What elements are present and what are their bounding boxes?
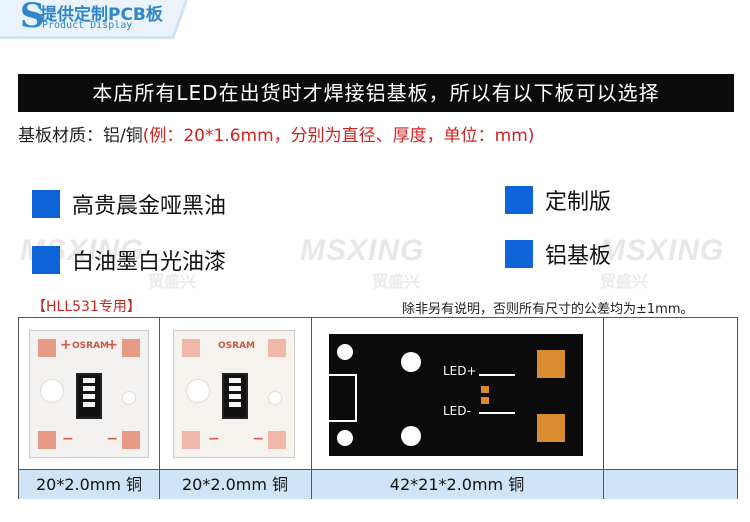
plus-icon: + [60,337,72,353]
led-chip [329,374,357,422]
header-title: 提供定制PCB板 [40,5,163,25]
minus-icon: − [208,431,220,447]
header-logo-letter: S [20,0,45,36]
model-tag: 【HLL531专用】 [32,299,141,315]
minus-icon: − [106,431,118,447]
board-caption-1: 20*2.0mm 铜 [19,470,160,499]
option-swatch [32,246,60,274]
led-minus-label: LED- [443,404,471,418]
option-label: 白油墨白光油漆 [72,250,227,275]
option-aluminum[interactable]: 铝基板 [505,238,611,270]
board-cell-2[interactable]: OSRAM − − [159,318,312,469]
osram-logo: OSRAM [218,341,255,351]
watermark-brand-center: MSXING [300,234,425,267]
pad-positive [537,350,565,378]
led-chip [222,373,248,419]
board-cell-1[interactable]: + + OSRAM − − [19,318,160,469]
header-subtitle: Product Display [42,20,133,31]
option-swatch [505,240,533,268]
plus-icon: + [106,337,118,353]
caption-row: 20*2.0mm 铜 20*2.0mm 铜 42*21*2.0mm 铜 [19,469,737,499]
notice-banner: 本店所有LED在出货时才焊接铝基板，所以有以下板可以选择 [18,74,734,112]
board-caption-4 [603,470,737,499]
board-image-black-long: LED+ LED- [329,334,583,456]
board-caption-2: 20*2.0mm 铜 [159,470,312,499]
watermark-brand-right: MSXING [600,234,725,267]
board-cell-4 [603,318,737,469]
board-caption-3: 42*21*2.0mm 铜 [311,470,604,499]
material-line: 基板材质：铝/铜(例：20*1.6mm，分别为直径、厚度，单位：mm) [18,121,534,146]
tolerance-note: 除非另有说明，否则所有尺寸的公差均为±1mm。 [402,302,694,317]
minus-icon: − [62,431,74,447]
board-image-copper-light: OSRAM − − [173,330,295,458]
material-example: (例：20*1.6mm，分别为直径、厚度，单位：mm) [142,126,535,146]
option-label: 铝基板 [545,244,612,269]
option-matte-black[interactable]: 高贵晨金哑黑油 [32,188,226,220]
option-swatch [505,186,533,214]
osram-logo: OSRAM [72,341,109,351]
material-label: 基板材质：铝/铜 [18,126,143,146]
watermark-cn-right: 贸盛兴 [600,272,649,291]
option-custom[interactable]: 定制版 [505,184,611,216]
watermark-cn-center: 贸盛兴 [372,272,421,291]
option-swatch [32,190,60,218]
led-chip [76,373,102,419]
board-table: + + OSRAM − − OSRAM − − [18,317,738,499]
board-cell-3[interactable]: LED+ LED- [311,318,604,469]
watermark-cn-left: 贸盛兴 [148,272,197,291]
led-plus-label: LED+ [443,364,477,378]
option-label: 高贵晨金哑黑油 [72,194,227,219]
pad-negative [537,414,565,442]
option-white-ink[interactable]: 白油墨白光油漆 [32,244,226,276]
option-label: 定制版 [545,190,612,215]
board-image-copper-white: + + OSRAM − − [29,330,149,458]
minus-icon: − [252,431,264,447]
